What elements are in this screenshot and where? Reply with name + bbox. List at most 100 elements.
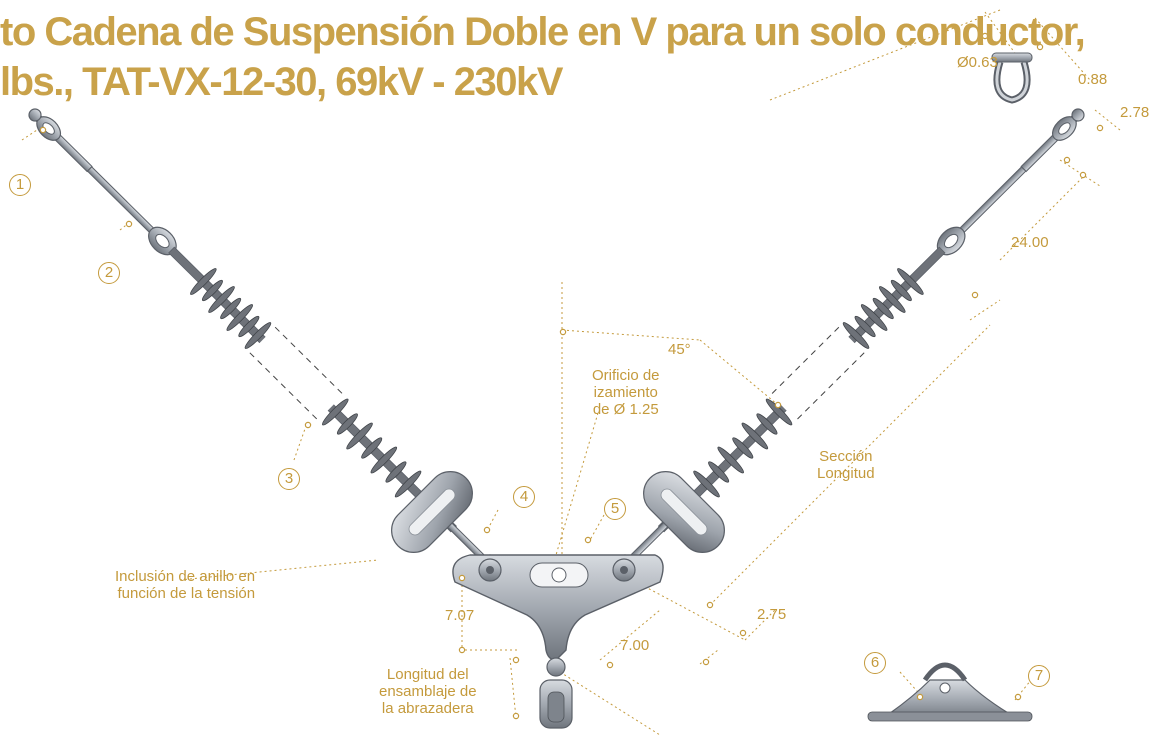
- hardware-parts: [28, 52, 1085, 729]
- leader-dots: [39, 32, 1104, 720]
- leader-line: [999, 174, 1086, 261]
- insulator-shed: [741, 422, 769, 450]
- leader-dot: [981, 32, 989, 40]
- dim-lower-offset: 2.75: [757, 606, 787, 623]
- conductor-section: [547, 691, 565, 723]
- yoke-plate: [452, 554, 664, 661]
- leader-dot: [1063, 156, 1071, 164]
- leader-dot: [125, 220, 133, 228]
- rod: [86, 166, 161, 240]
- insulator-shed: [765, 398, 793, 426]
- insulator-shed: [897, 268, 924, 295]
- leader-line: [489, 509, 499, 526]
- callout-5: 5: [604, 498, 626, 520]
- dim-section: 24.00: [1011, 234, 1049, 251]
- leader-dot: [739, 629, 747, 637]
- label-lifting-hole-line-1: Orificio de: [592, 367, 660, 384]
- leader-dot: [584, 536, 592, 544]
- leader-dot: [304, 421, 312, 429]
- leader-line: [1034, 17, 1091, 81]
- leader-line: [293, 425, 307, 461]
- insulator-shed: [854, 315, 876, 338]
- leader-dot: [971, 291, 979, 299]
- leader-dot: [702, 658, 710, 666]
- shackle-pin: [991, 52, 1033, 63]
- insulator-shed: [394, 470, 422, 498]
- insulator-shed: [732, 437, 754, 459]
- insulator-shed: [385, 461, 407, 483]
- bolt-hex: [620, 566, 628, 574]
- leader-dot: [606, 661, 614, 669]
- leader-dot: [1096, 124, 1104, 132]
- leader-line: [589, 514, 605, 541]
- dim-shackle-width: 0.88: [1078, 71, 1108, 88]
- right-grading-ring: [643, 471, 725, 553]
- section-break: [769, 325, 866, 422]
- leader-line: [699, 339, 779, 406]
- label-clamp-length-line-1: Longitud del: [386, 666, 469, 683]
- insulator-shed: [322, 398, 349, 426]
- leader-dot: [1014, 693, 1022, 701]
- break-line: [795, 352, 865, 421]
- insulator-shed: [842, 322, 870, 349]
- break-line: [770, 326, 840, 396]
- insulator-shed: [370, 446, 398, 474]
- leader-dot: [559, 328, 567, 336]
- left-grading-ring: [391, 471, 473, 553]
- insulator-shed: [244, 322, 272, 349]
- detail-conductor: [867, 711, 1033, 722]
- page-title-line-2: lbs., TAT-VX-12-30, 69kV - 230kV: [0, 60, 563, 104]
- insulator-shed: [890, 279, 912, 302]
- leader-dot: [39, 126, 47, 134]
- leader-dot: [706, 601, 714, 609]
- leader-line: [699, 649, 719, 665]
- insulator-shed: [878, 286, 906, 313]
- label-section-length-line-1: Sección: [819, 448, 873, 465]
- callout-1: 1: [9, 174, 31, 196]
- dim-plate-height: 7.07: [445, 607, 475, 624]
- leader-line: [744, 609, 776, 641]
- leader-dot: [1036, 43, 1044, 51]
- insulator-shed: [220, 297, 242, 320]
- leader-dot: [458, 574, 466, 582]
- right-insulator-string: [614, 108, 1085, 576]
- section-break: [248, 325, 345, 422]
- top-pin: [28, 108, 42, 122]
- label-clamp-length-line-2: ensamblaje de: [379, 683, 477, 700]
- insulator-shed: [346, 422, 373, 450]
- left-insulator-string: [28, 108, 501, 576]
- page-title-line-1: to Cadena de Suspensión Doble en V para …: [0, 10, 1086, 54]
- lifting-hole: [551, 567, 567, 583]
- leader-dot: [483, 526, 491, 534]
- callout-3: 3: [278, 468, 300, 490]
- leader-line: [559, 671, 661, 736]
- leader-dot: [1079, 171, 1087, 179]
- dim-plate-width: 7.00: [620, 637, 650, 654]
- leader-line: [179, 559, 379, 581]
- leader-line: [969, 299, 1001, 321]
- leader-dot: [458, 646, 466, 654]
- dim-pin-diameter: Ø0.63: [957, 54, 998, 71]
- insulator-shed: [201, 279, 223, 302]
- leader-line: [21, 127, 41, 141]
- insulator-shed: [860, 304, 888, 331]
- clamp-shackle: [546, 657, 566, 677]
- dim-top-end: 2.78: [1120, 104, 1150, 121]
- leader-line: [639, 583, 746, 641]
- detail-clamp-hole: [939, 682, 951, 694]
- insulator-shed: [336, 413, 358, 435]
- insulator-shed: [693, 470, 720, 498]
- label-grading-ring-line-2: función de la tensión: [117, 585, 256, 602]
- callout-2: 2: [98, 262, 120, 284]
- leader-dot: [512, 712, 520, 720]
- leader-line: [769, 9, 1001, 101]
- label-grading-ring-line-1: Inclusión de anillo en: [115, 568, 256, 585]
- bolt-hex: [486, 566, 494, 574]
- leader-line: [599, 609, 661, 661]
- rod: [952, 166, 1027, 240]
- detail-clamp-ubolt: [922, 662, 968, 682]
- label-clamp-length-line-3: la abrazadera: [381, 700, 474, 717]
- dim-angle: 45°: [668, 341, 691, 358]
